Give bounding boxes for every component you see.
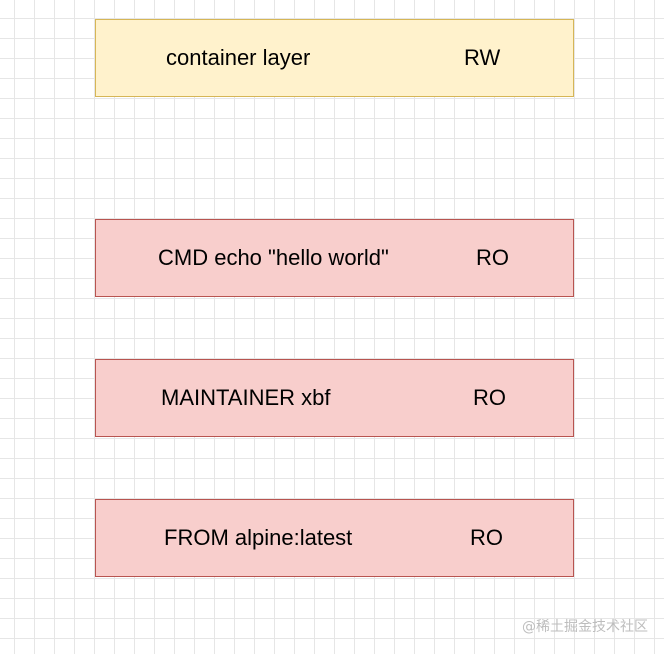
- watermark: @稀土掘金技术社区: [522, 619, 648, 635]
- layer-mode: RO: [470, 525, 503, 550]
- layer-mode: RO: [473, 385, 506, 410]
- layer-mode: RO: [476, 245, 509, 270]
- layer-mode: RW: [464, 45, 501, 70]
- layer-name: CMD echo "hello world": [158, 245, 389, 270]
- layer-name: container layer: [166, 45, 311, 70]
- from-layer-box: FROM alpine:latest RO: [95, 499, 574, 577]
- layer-name: FROM alpine:latest: [164, 525, 353, 550]
- maintainer-layer-box: MAINTAINER xbf RO: [95, 359, 574, 437]
- container-layer-box: container layer RW: [95, 19, 574, 97]
- layer-name: MAINTAINER xbf: [161, 385, 331, 410]
- cmd-layer-box: CMD echo "hello world" RO: [95, 219, 574, 297]
